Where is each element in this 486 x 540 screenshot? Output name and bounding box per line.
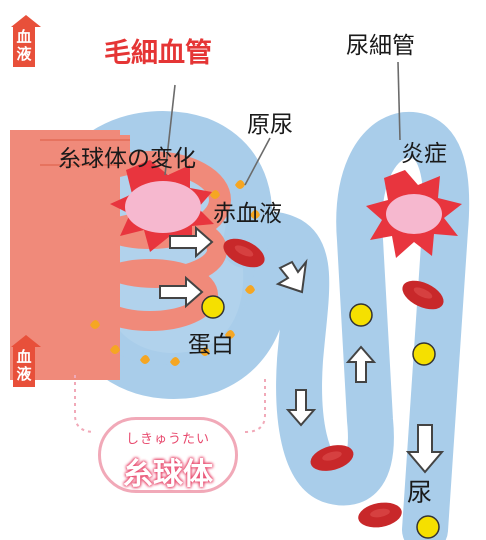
- flow-arrow-ascend: [345, 345, 377, 383]
- blood-flow-tag-bottom: 血液: [11, 335, 41, 387]
- label-primary-urine: 原尿: [247, 112, 293, 138]
- tubule-inflammation-burst: [366, 170, 462, 258]
- protein-particles: [201, 295, 440, 539]
- label-protein: 蛋白: [188, 332, 234, 358]
- label-tubule: 尿細管: [346, 33, 415, 59]
- glomerulus-ruby: しきゅうたい: [125, 432, 210, 447]
- flow-arrow-tubule-out: [275, 258, 308, 294]
- flow-arrow-urine: [405, 424, 445, 474]
- label-inflammation: 炎症: [401, 141, 447, 167]
- label-red-blood: 赤血液: [213, 201, 282, 227]
- flow-arrow-protein: [159, 275, 204, 309]
- glomerulus-label: 糸球体: [123, 457, 213, 492]
- flow-arrows: [159, 225, 445, 474]
- blood-flow-tag-top: 血液: [11, 15, 41, 67]
- glomerulus-badge: しきゅうたい 糸球体: [98, 417, 238, 493]
- glomerulus-bracket: [74, 375, 266, 433]
- leader-lines: [164, 61, 401, 186]
- flow-arrow-descend: [285, 389, 317, 427]
- label-urine: 尿: [407, 478, 433, 507]
- glomerulus-inflammation-burst: [110, 160, 214, 252]
- label-capillary: 毛細血管: [104, 38, 212, 69]
- flow-arrow-rbc: [169, 225, 214, 259]
- label-glomerulus-change: 糸球体の変化: [58, 146, 196, 172]
